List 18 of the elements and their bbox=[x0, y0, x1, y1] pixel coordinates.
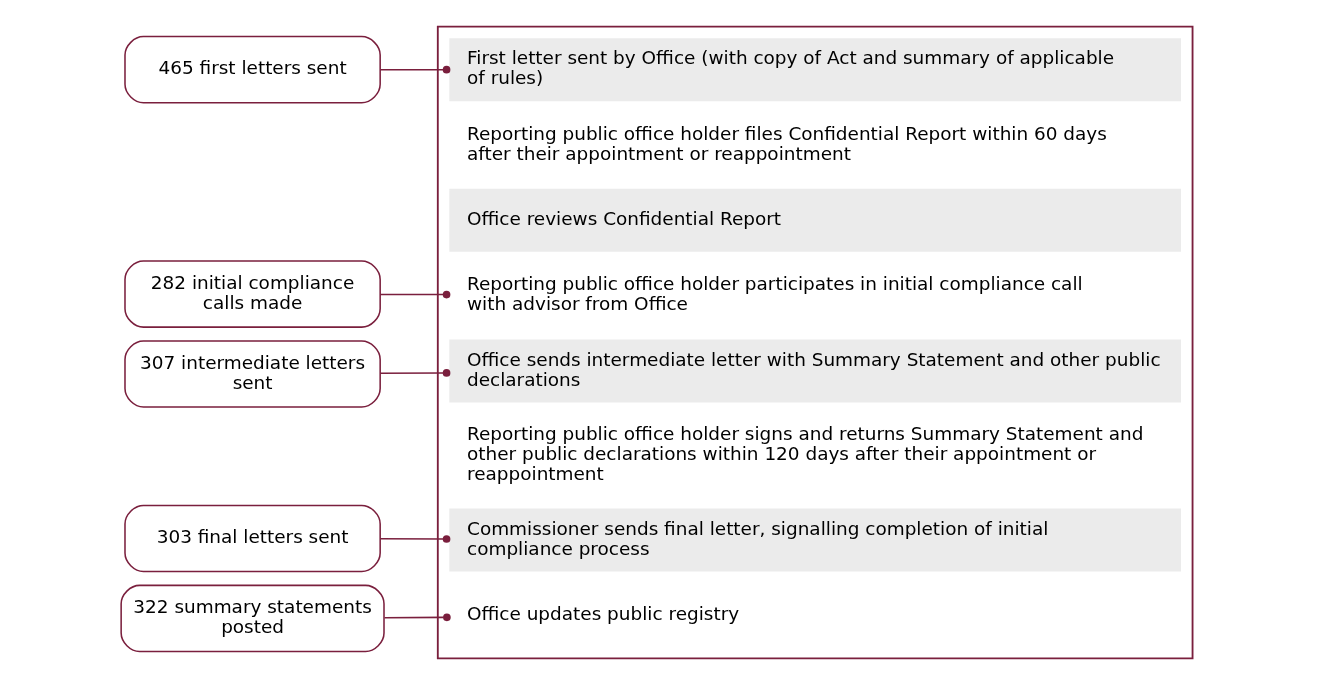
node-text: Reporting public office holder participates in initial compliance call with advisor from Office bbox=[467, 273, 1083, 315]
connector bbox=[379, 369, 451, 377]
node-box: 322 summary statements posted bbox=[120, 584, 385, 653]
connector bbox=[379, 65, 451, 74]
node-box: First letter sent by Office (with copy of Act and summary of applicable of rules) bbox=[449, 38, 1182, 102]
connector bbox=[379, 535, 451, 543]
cluster bbox=[436, 25, 1194, 660]
node-text: Office updates public registry bbox=[467, 603, 740, 625]
node-box: 303 final letters sent bbox=[124, 504, 381, 573]
node-text: Reporting public office holder signs and returns Summary Statement and other public declarations within 120 days after their appointment or reappointment bbox=[467, 423, 1144, 485]
node-box: 282 initial compliance calls made bbox=[124, 260, 381, 328]
node-text: Reporting public office holder files Confidential Report within 60 days after their appointment or reappointment bbox=[467, 122, 1107, 164]
node-box: Office sends intermediate letter with Summary Statement and other public declarations bbox=[449, 339, 1182, 403]
node-box: Commissioner sends final letter, signalling completion of initial compliance process bbox=[449, 508, 1182, 572]
connector bbox=[379, 290, 451, 299]
node-box: 307 intermediate letters sent bbox=[124, 340, 381, 408]
node-box: 465 first letters sent bbox=[124, 35, 381, 104]
connector bbox=[383, 613, 451, 622]
